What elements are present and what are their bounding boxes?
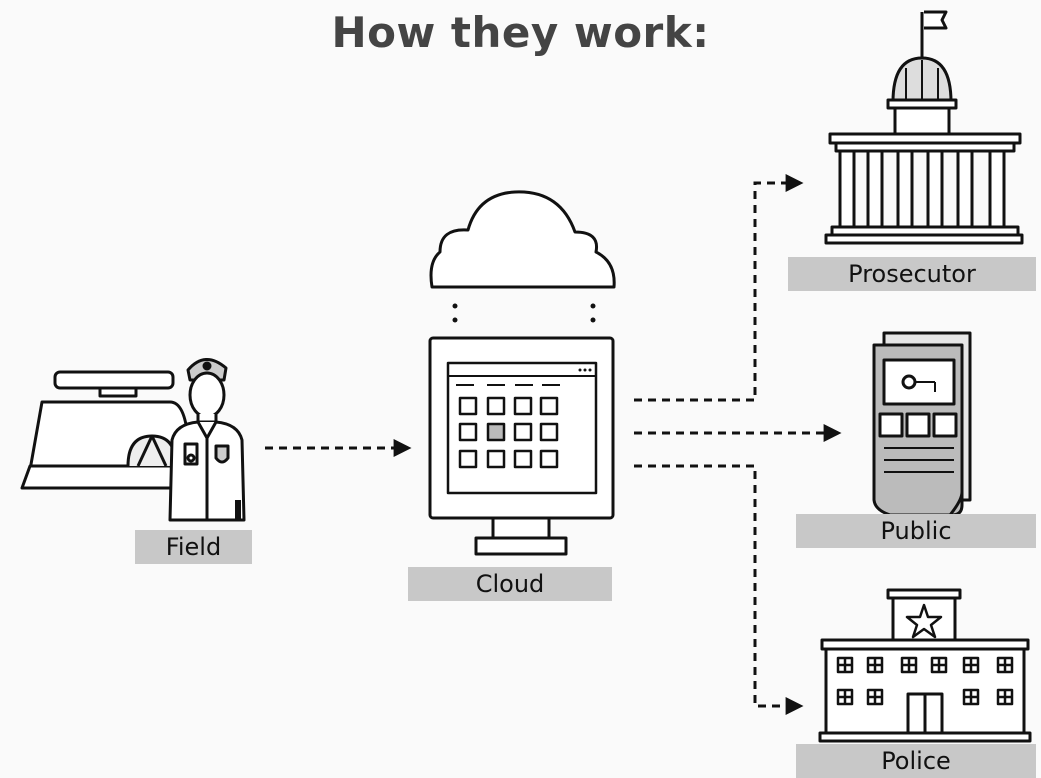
police-officer-with-car-icon xyxy=(20,358,246,522)
cloud-label: Cloud xyxy=(408,567,612,601)
arrow-cloud-to-prosecutor xyxy=(634,174,804,402)
police-label: Police xyxy=(796,744,1036,778)
newspaper-icon xyxy=(872,331,972,517)
police-station-icon xyxy=(818,588,1032,743)
field-label: Field xyxy=(135,530,252,564)
connector-arrows xyxy=(265,174,842,715)
courthouse-icon xyxy=(824,10,1024,245)
cloud-computer-icon xyxy=(428,190,616,556)
prosecutor-label: Prosecutor xyxy=(788,257,1036,291)
diagram-title: How they work: xyxy=(331,8,710,57)
arrow-cloud-to-police xyxy=(634,464,804,715)
public-label: Public xyxy=(796,514,1036,548)
